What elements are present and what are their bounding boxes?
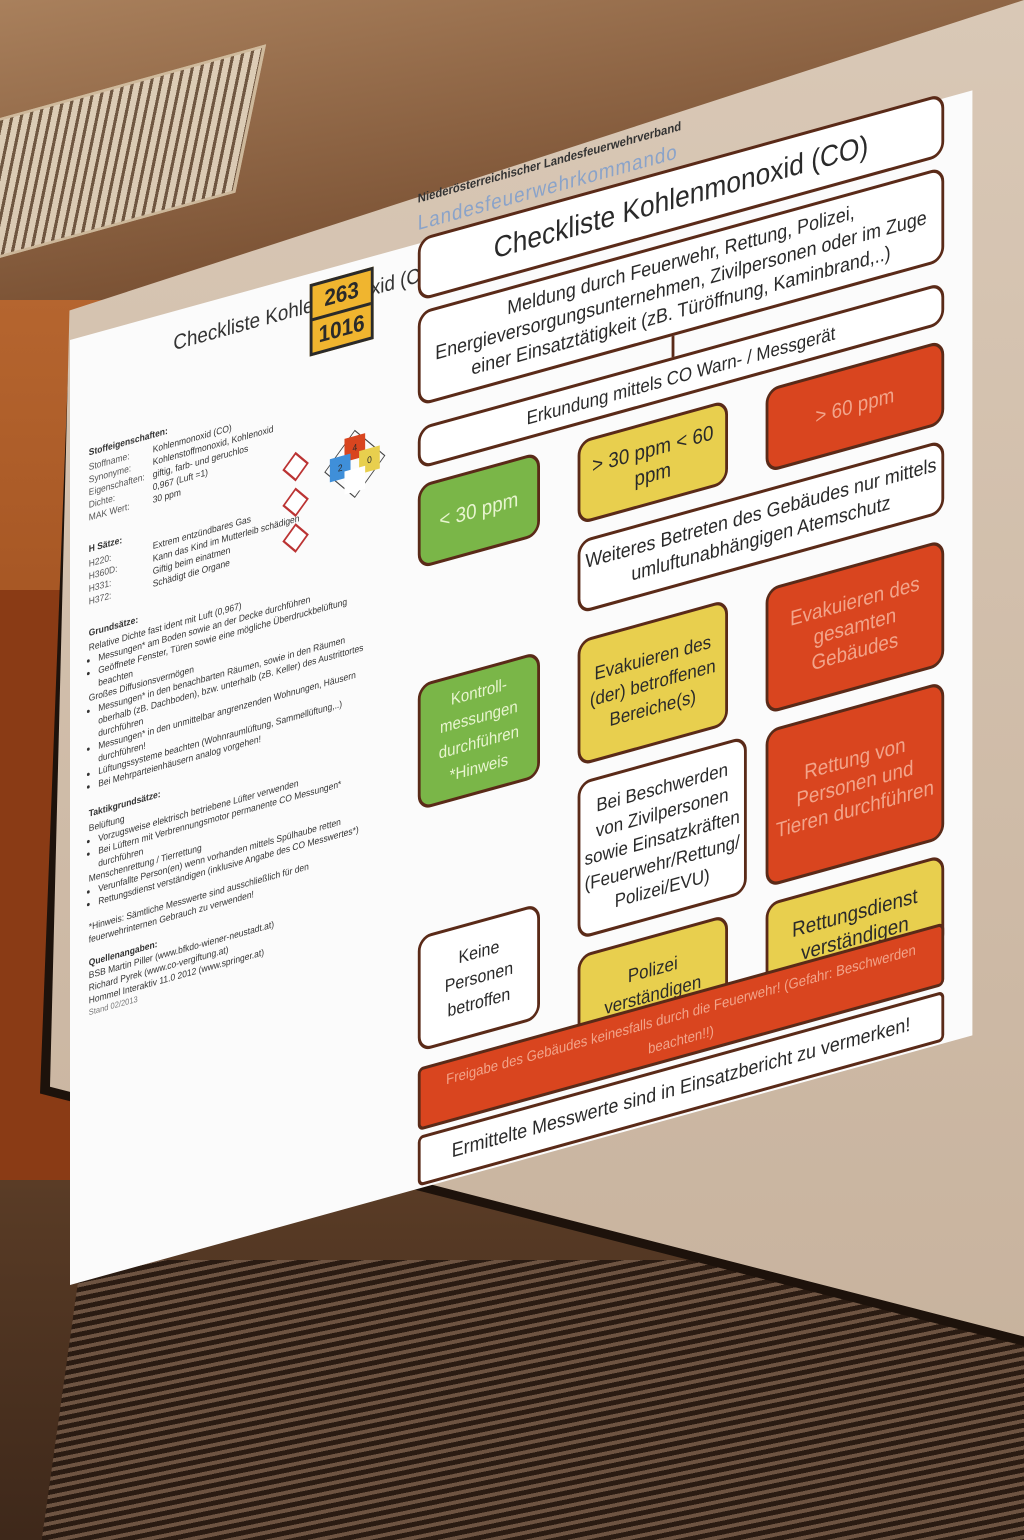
un-number-plate: 263 1016 xyxy=(309,266,374,357)
evak-teil-box: Evakuieren des (der) betroffenen Bereich… xyxy=(577,599,728,767)
kontroll-box: Kontroll-messungen durchführen *Hinweis xyxy=(417,651,540,811)
lt30-box: < 30 ppm xyxy=(417,451,540,570)
rettung-pers-box: Rettung von Personen und Tieren durchfüh… xyxy=(765,680,945,888)
projected-slide: Checkliste Kohlenmonoxid (CO) 263 1016 S… xyxy=(70,90,973,1285)
left-info-column: Stoffeigenschaften: Stoffname:Kohlenmono… xyxy=(89,362,371,1020)
arrow xyxy=(671,335,675,358)
left-title: Checkliste Kohlenmonoxid (CO) xyxy=(173,258,441,356)
keine-personen-box: Keine Personen betroffen xyxy=(417,903,540,1053)
beschwerden-box: Bei Beschwerden von Zivilpersonen sowie … xyxy=(577,735,747,940)
